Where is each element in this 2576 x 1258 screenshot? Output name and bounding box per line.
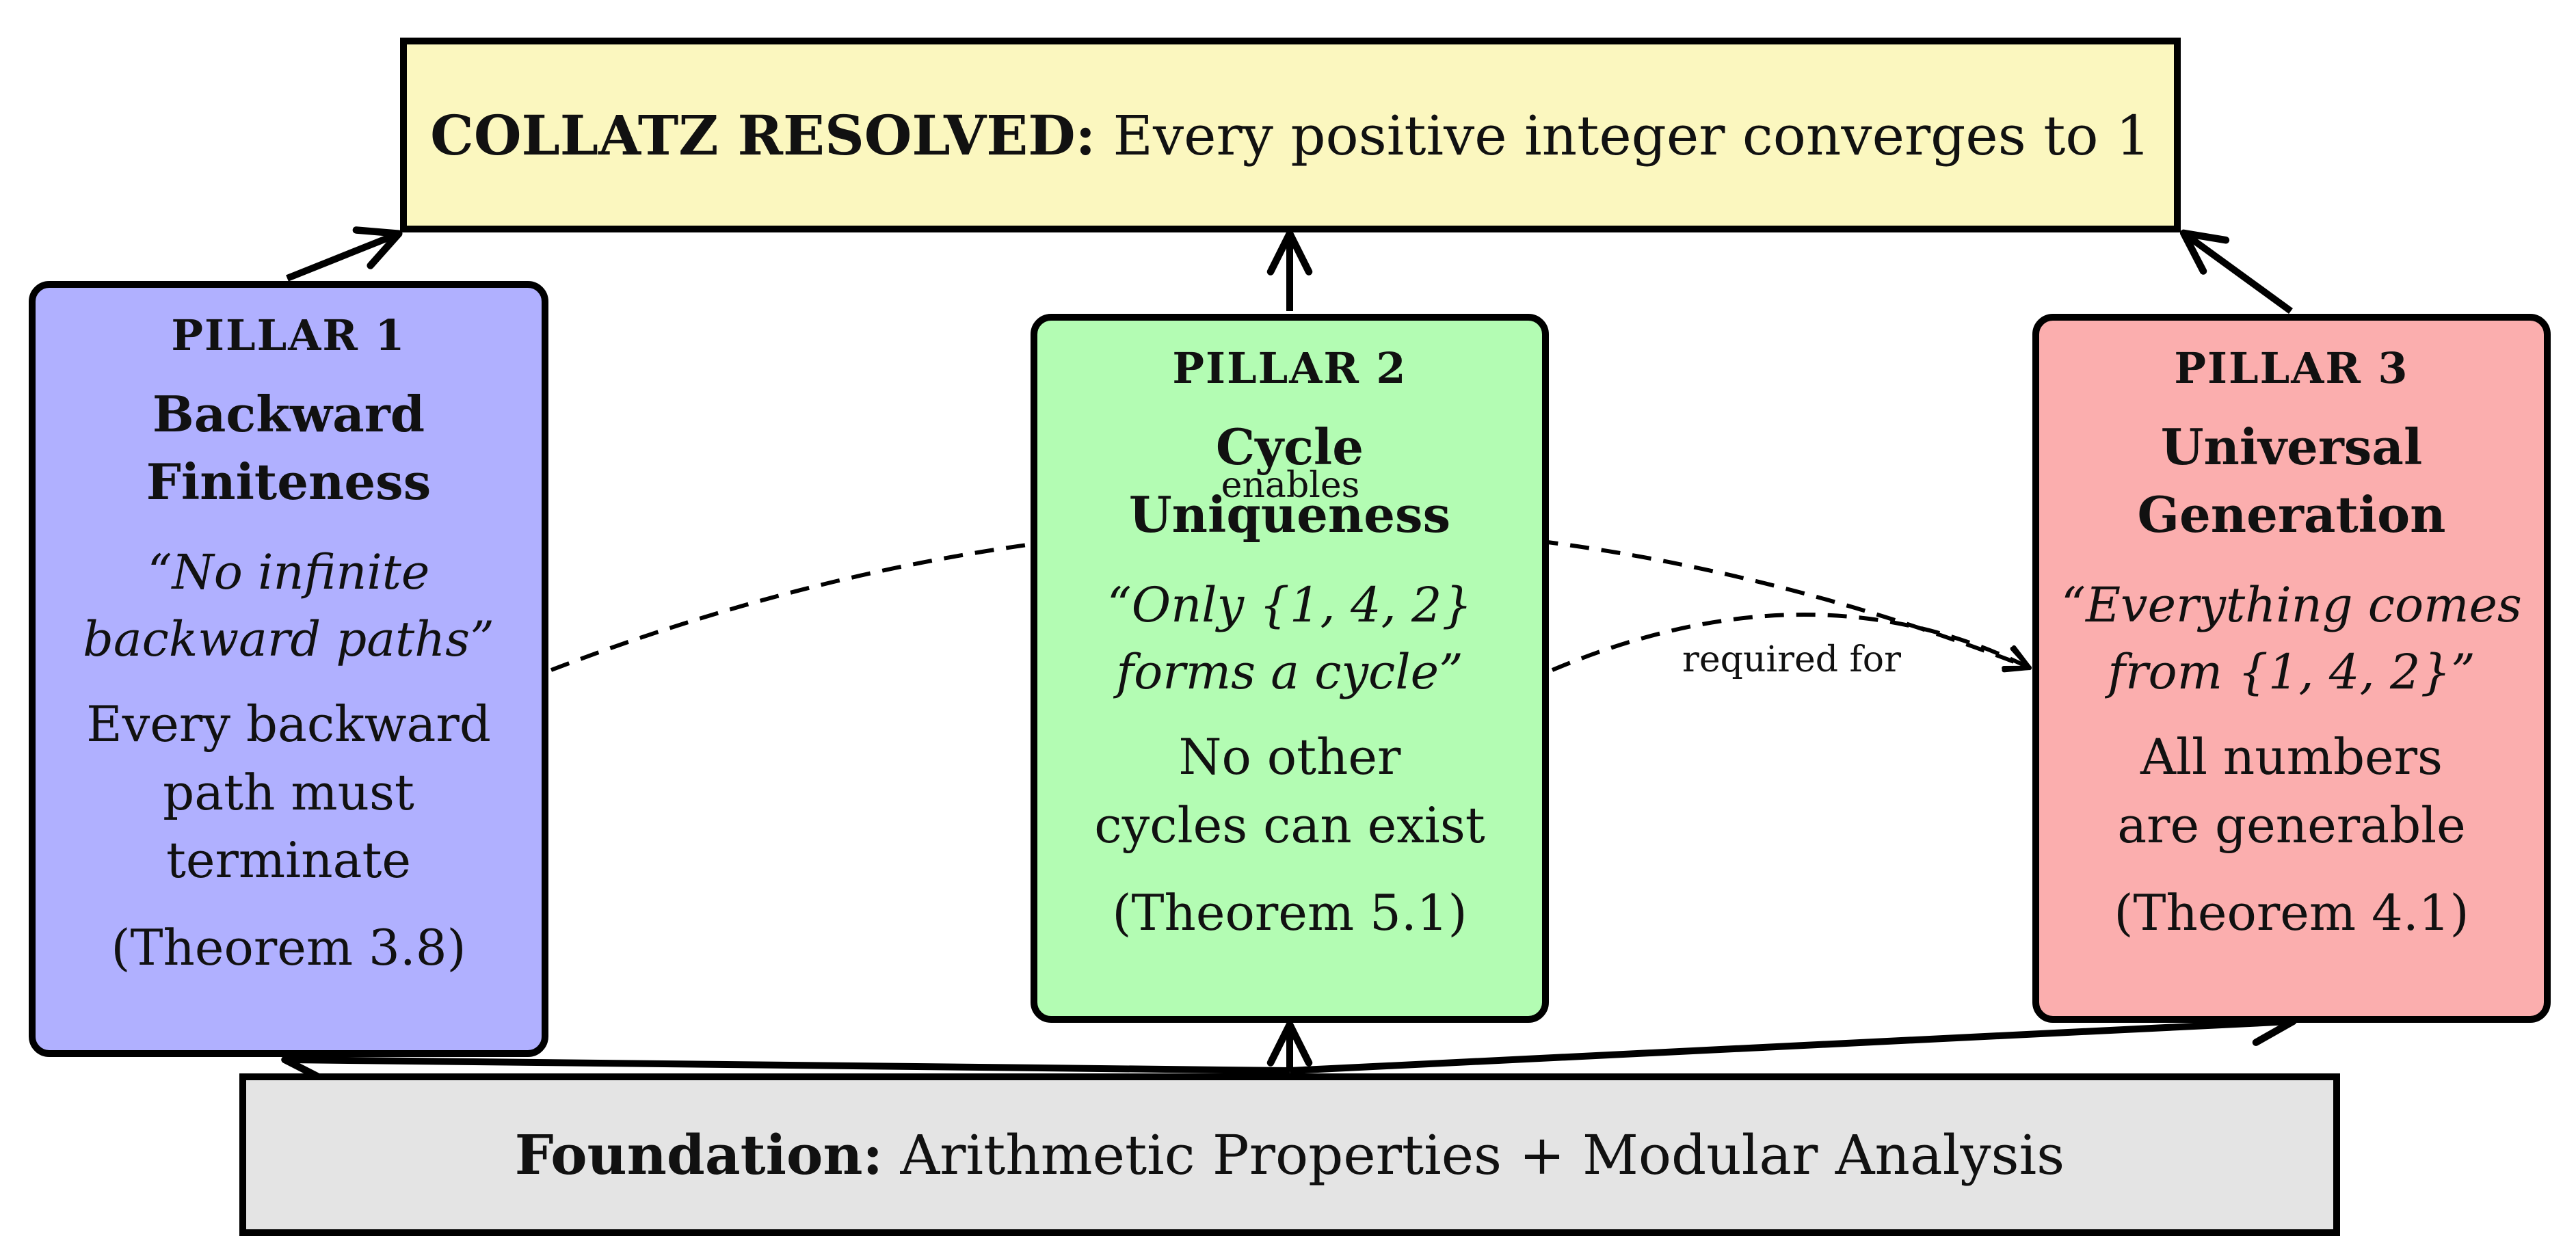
foundation-text: Arithmetic Properties + Modular Analysis (883, 1123, 2065, 1187)
pillar-2-quote: “Only {1, 4, 2} forms a cycle” (1107, 572, 1472, 706)
result-box: COLLATZ RESOLVED: Every positive integer… (400, 38, 2181, 232)
pillar-2-description-line: No other (1178, 728, 1401, 786)
pillar-3-theorem-ref: (Theorem 4.1) (2114, 884, 2469, 942)
pillar-1-quote-line: backward paths” (83, 611, 494, 668)
pillar-3-quote: “Everything comes from {1, 4, 2}” (2061, 572, 2522, 706)
foundation-heading: Foundation: (514, 1123, 884, 1187)
dashed-arrow-required-for (1551, 613, 2032, 672)
arrow-pillar3-to-result (2179, 229, 2293, 314)
pillar-2-title-line: Uniqueness (1128, 485, 1451, 544)
pillar-1-description-line: Every backward (86, 695, 491, 753)
arrow-pillar1-to-result (286, 226, 403, 282)
arrow-foundation-to-pillar1 (281, 1037, 1290, 1083)
pillar-3-description: All numbers are generable (2117, 723, 2466, 859)
pillar-2-box: PILLAR 2 Cycle Uniqueness “Only {1, 4, 2… (1031, 314, 1549, 1023)
result-heading: COLLATZ RESOLVED: (430, 103, 1096, 168)
pillar-3-title: Universal Generation (2137, 413, 2445, 549)
pillar-1-heading: PILLAR 1 (171, 310, 406, 360)
pillar-1-quote-line: “No infinite (147, 544, 430, 601)
pillar-3-title-line: Generation (2137, 485, 2446, 544)
pillar-3-box: PILLAR 3 Universal Generation “Everythin… (2032, 314, 2551, 1023)
pillar-1-description: Every backward path must terminate (86, 691, 491, 894)
pillar-3-title-line: Universal (2160, 417, 2423, 476)
pillar-2-description-line: cycles can exist (1094, 796, 1485, 854)
pillar-1-quote: “No infinite backward paths” (83, 539, 494, 673)
edge-label-enables: enables (1221, 465, 1360, 506)
pillar-1-description-line: terminate (165, 831, 412, 889)
pillar-1-description-line: path must (163, 763, 414, 821)
pillar-2-quote-line: “Only {1, 4, 2} (1106, 577, 1473, 634)
pillar-3-description-line: are generable (2117, 796, 2466, 854)
pillar-1-title-line: Finiteness (146, 452, 431, 511)
pillar-2-title: Cycle Uniqueness (1129, 413, 1450, 549)
pillar-2-title-line: Cycle (1215, 417, 1364, 476)
arrow-foundation-to-pillar3 (1289, 1000, 2297, 1074)
pillar-1-title-line: Backward (152, 384, 425, 443)
pillar-1-theorem-ref: (Theorem 3.8) (111, 919, 466, 977)
foundation-box: Foundation: Arithmetic Properties + Modu… (239, 1073, 2340, 1236)
pillar-2-quote-line: forms a cycle” (1116, 644, 1463, 701)
pillar-3-description-line: All numbers (2140, 728, 2443, 786)
edge-label-required-for: required for (1682, 639, 1901, 680)
pillar-1-box: PILLAR 1 Backward Finiteness “No infinit… (29, 281, 548, 1057)
pillar-3-quote-line: from {1, 4, 2}” (2108, 644, 2475, 701)
pillar-2-heading: PILLAR 2 (1172, 343, 1407, 393)
result-text: Every positive integer converges to 1 (1096, 103, 2151, 168)
pillar-2-theorem-ref: (Theorem 5.1) (1112, 884, 1468, 942)
pillar-2-description: No other cycles can exist (1094, 723, 1485, 859)
pillar-3-quote-line: “Everything comes (2061, 577, 2522, 634)
pillar-1-title: Backward Finiteness (146, 380, 431, 516)
pillar-3-heading: PILLAR 3 (2174, 343, 2409, 393)
